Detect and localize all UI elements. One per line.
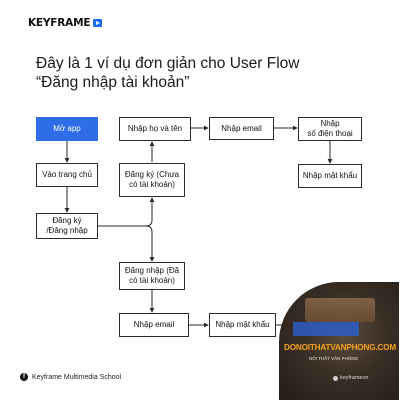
brand-logo: KEYFRAME	[28, 17, 103, 29]
play-icon	[93, 19, 103, 27]
node-enter-name: Nhập họ và tên	[119, 117, 191, 141]
watermark-handle-label: keyframevn	[340, 375, 369, 381]
page-title: Đây là 1 ví dụ đơn giản cho User Flow “Đ…	[36, 54, 376, 92]
node-enter-email-bottom: Nhập email	[119, 313, 189, 337]
watermark-shelf-image	[305, 298, 375, 322]
node-home: Vào trang chủ	[36, 163, 98, 187]
node-enter-password-bottom: Nhập mật khẩu	[209, 313, 276, 337]
title-line-1: Đây là 1 ví dụ đơn giản cho User Flow	[36, 55, 300, 72]
facebook-icon: f	[20, 373, 28, 381]
watermark-blue-sign	[293, 322, 359, 336]
watermark-overlay: DONOITHATVANPHONG.COM NỘI THẤT VĂN PHÒNG…	[279, 282, 399, 400]
node-signup-login: Đăng ký /Đăng nhập	[36, 213, 98, 239]
node-open-app: Mở app	[36, 117, 98, 141]
watermark-handle: keyframevn	[333, 375, 368, 381]
node-enter-phone: Nhập số điện thoại	[298, 117, 362, 141]
arrow-to-signup-branch	[97, 197, 155, 227]
footer-label: Keyframe Multimedia School	[32, 373, 122, 381]
footer: f Keyframe Multimedia School	[20, 373, 121, 381]
instagram-icon	[333, 375, 338, 381]
node-enter-email-top: Nhập email	[209, 117, 274, 140]
node-enter-password-top: Nhập mật khẩu	[298, 164, 362, 188]
watermark-subtext: NỘI THẤT VĂN PHÒNG	[309, 356, 359, 361]
title-line-2: “Đăng nhập tài khoản”	[36, 74, 190, 91]
node-login-has-account: Đăng nhập (Đã có tài khoản)	[119, 262, 185, 290]
arrow-to-login-branch	[97, 225, 155, 262]
node-signup-no-account: Đăng ký (Chưa có tài khoản)	[119, 163, 185, 197]
watermark-text: DONOITHATVANPHONG.COM	[284, 343, 396, 352]
brand-name: KEYFRAME	[28, 17, 91, 29]
